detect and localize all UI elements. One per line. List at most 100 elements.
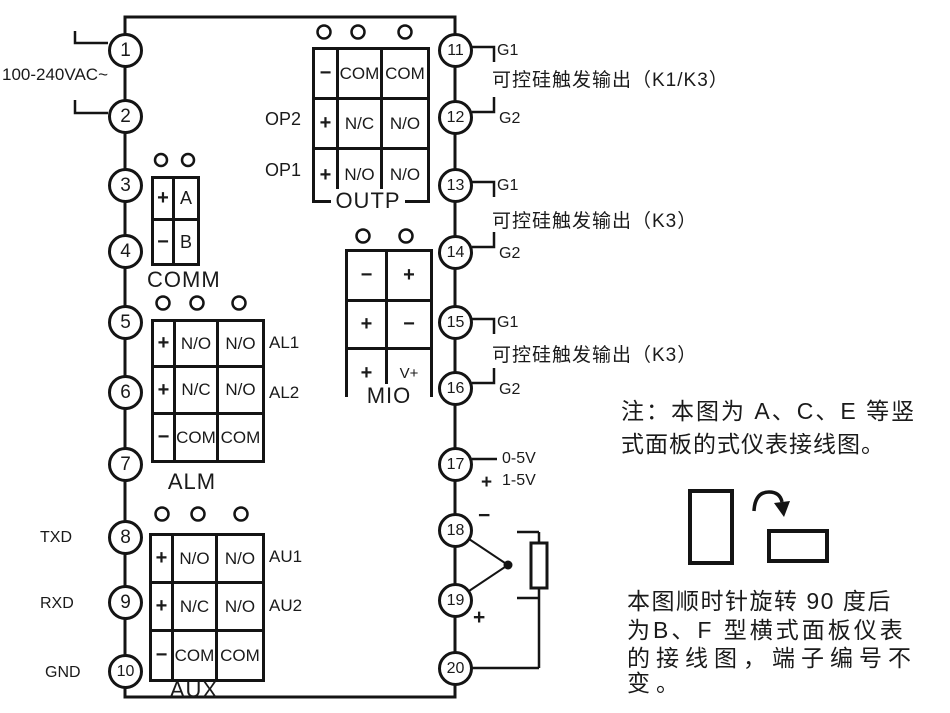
- outp-title: OUTP: [331, 188, 405, 214]
- frame-outline: [123, 15, 457, 699]
- aux-row-label-au2: AU2: [269, 596, 303, 615]
- horizontal-panel-rect: [767, 529, 829, 563]
- alm-cell: N/O: [225, 333, 256, 353]
- outp-cell: COM: [339, 50, 383, 97]
- alm-hole-icons: [155, 295, 247, 311]
- mio-hole-icons: [355, 228, 414, 244]
- aux-cell: N/O: [224, 596, 256, 616]
- terminal-18: 18: [438, 513, 473, 548]
- aux-block: + N/O N/O + N/C N/O − COM COM: [149, 533, 265, 682]
- sensor-minus-sign: −: [478, 504, 491, 527]
- g1-hook-13: [472, 180, 496, 197]
- g1-hook-15: [472, 317, 496, 334]
- note-bottom-line3: 的接线图，端子编号不: [627, 645, 917, 671]
- scr-output-label-1: 可控硅触发输出（K1/K3）: [492, 70, 729, 91]
- outp-hole-icons: [316, 24, 413, 40]
- power-wire-1: [73, 31, 108, 45]
- terminal-15: 15: [438, 305, 473, 340]
- comm-block: + A − B: [151, 176, 200, 266]
- terminal-19: 19: [438, 583, 473, 618]
- g1-label-15: G1: [497, 314, 519, 331]
- comm-cell: +: [154, 179, 175, 218]
- outp-cell: N/O: [389, 165, 421, 184]
- mio-cell: V+: [399, 365, 419, 382]
- alm-cell: COM: [176, 415, 219, 460]
- note-bottom-line2: 为B、F 型横式面板仪表: [627, 617, 906, 643]
- g1-hook-11: [472, 45, 496, 62]
- alm-cell: N/O: [225, 380, 256, 399]
- comm-cell: A: [179, 188, 192, 208]
- outp-cell: +: [315, 150, 339, 200]
- resistor-body: [529, 541, 549, 590]
- terminal-17: 17: [438, 447, 473, 482]
- g1-label-11: G1: [497, 42, 519, 59]
- rxd-label: RXD: [40, 595, 74, 612]
- aux-cell: COM: [220, 645, 260, 665]
- aux-title: AUX: [169, 677, 219, 702]
- mio-cell: +: [348, 350, 388, 397]
- terminal-5: 5: [108, 305, 143, 340]
- terminal-6: 6: [108, 375, 143, 410]
- vertical-panel-rect: [688, 489, 734, 565]
- g2-hook-12: [472, 97, 496, 114]
- note-bottom-line4: 变。: [627, 670, 685, 696]
- mio-cell: −: [348, 252, 388, 299]
- aux-cell: N/O: [224, 548, 256, 568]
- g2-hook-16: [472, 368, 496, 385]
- mio-title: MIO: [360, 383, 418, 409]
- outp-cell: N/O: [389, 113, 421, 133]
- txd-label: TXD: [40, 529, 72, 546]
- mio-cell: +: [403, 264, 415, 286]
- terminal-11: 11: [438, 33, 473, 68]
- outp-cell: N/C: [339, 100, 383, 147]
- terminal-3: 3: [108, 168, 143, 203]
- junction-dot: [503, 560, 513, 570]
- sensor-plus-sign: +: [473, 606, 486, 629]
- range-0-5v-label: 0-5V: [502, 450, 536, 467]
- aux-cell: +: [152, 536, 174, 581]
- note-top-line2: 式面板的式仪表接线图。: [621, 431, 885, 457]
- alm-cell: N/C: [176, 368, 219, 412]
- terminal-13: 13: [438, 168, 473, 203]
- scr-output-label-2: 可控硅触发输出（K3）: [492, 211, 698, 232]
- mio-cell: +: [348, 302, 388, 347]
- aux-hole-icons: [154, 506, 249, 522]
- terminal-10: 10: [108, 654, 143, 689]
- alm-cell: +: [154, 368, 176, 412]
- mio-cell: −: [403, 313, 415, 335]
- outp-row-label-op1: OP1: [265, 160, 302, 180]
- aux-cell: +: [152, 584, 174, 629]
- g1-label-13: G1: [497, 177, 519, 194]
- terminal-2: 2: [108, 99, 143, 134]
- scr-output-label-3: 可控硅触发输出（K3）: [492, 345, 698, 366]
- aux-cell: COM: [174, 632, 218, 679]
- terminal-16: 16: [438, 371, 473, 406]
- alm-row-label-al2: AL2: [269, 383, 300, 402]
- comm-cell: −: [154, 221, 175, 263]
- power-label: 100-240VAC~: [2, 65, 109, 84]
- alm-cell: N/O: [176, 322, 219, 365]
- outp-cell: N/O: [339, 150, 383, 200]
- aux-row-label-au1: AU1: [269, 547, 303, 566]
- alm-cell: −: [154, 415, 176, 460]
- comm-cell: B: [179, 231, 192, 252]
- outp-row-label-op2: OP2: [265, 109, 302, 129]
- terminal-4: 4: [108, 234, 143, 269]
- comm-hole-icons: [153, 152, 196, 168]
- terminal-1: 1: [108, 33, 143, 68]
- alm-cell: COM: [220, 427, 261, 447]
- range-1-5v-label: 1-5V: [502, 472, 536, 489]
- outp-cell: +: [315, 100, 339, 147]
- rtd-sensor-symbol: [468, 530, 549, 670]
- power-wire-2: [73, 100, 108, 115]
- mio-block: − + + − + V+: [345, 249, 433, 397]
- terminal-8: 8: [108, 520, 143, 555]
- aux-cell: −: [152, 632, 174, 679]
- comm-title: COMM: [147, 267, 221, 292]
- outp-cell: −: [315, 50, 339, 97]
- g2-hook-14: [472, 232, 496, 249]
- outp-cell: COM: [385, 63, 425, 83]
- gnd-label: GND: [45, 664, 81, 681]
